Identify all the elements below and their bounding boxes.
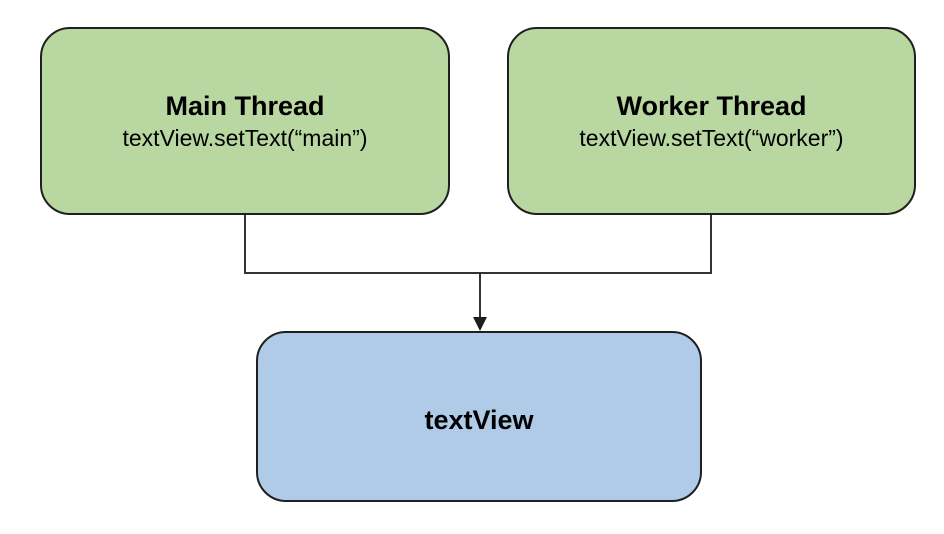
worker-thread-code: textView.setText(“worker”) — [579, 125, 844, 151]
main-thread-code: textView.setText(“main”) — [122, 125, 368, 151]
main-thread-title: Main Thread — [165, 91, 325, 121]
main-thread-node: Main Thread textView.setText(“main”) — [40, 27, 450, 215]
arrowhead-icon — [473, 317, 487, 331]
textview-node: textView — [256, 331, 702, 502]
worker-thread-title: Worker Thread — [616, 91, 807, 121]
worker-thread-node: Worker Thread textView.setText(“worker”) — [507, 27, 916, 215]
connector-lines — [244, 215, 712, 318]
connector-main-thread — [244, 215, 480, 274]
textview-title: textView — [424, 404, 534, 435]
connector-worker-thread — [480, 215, 712, 274]
